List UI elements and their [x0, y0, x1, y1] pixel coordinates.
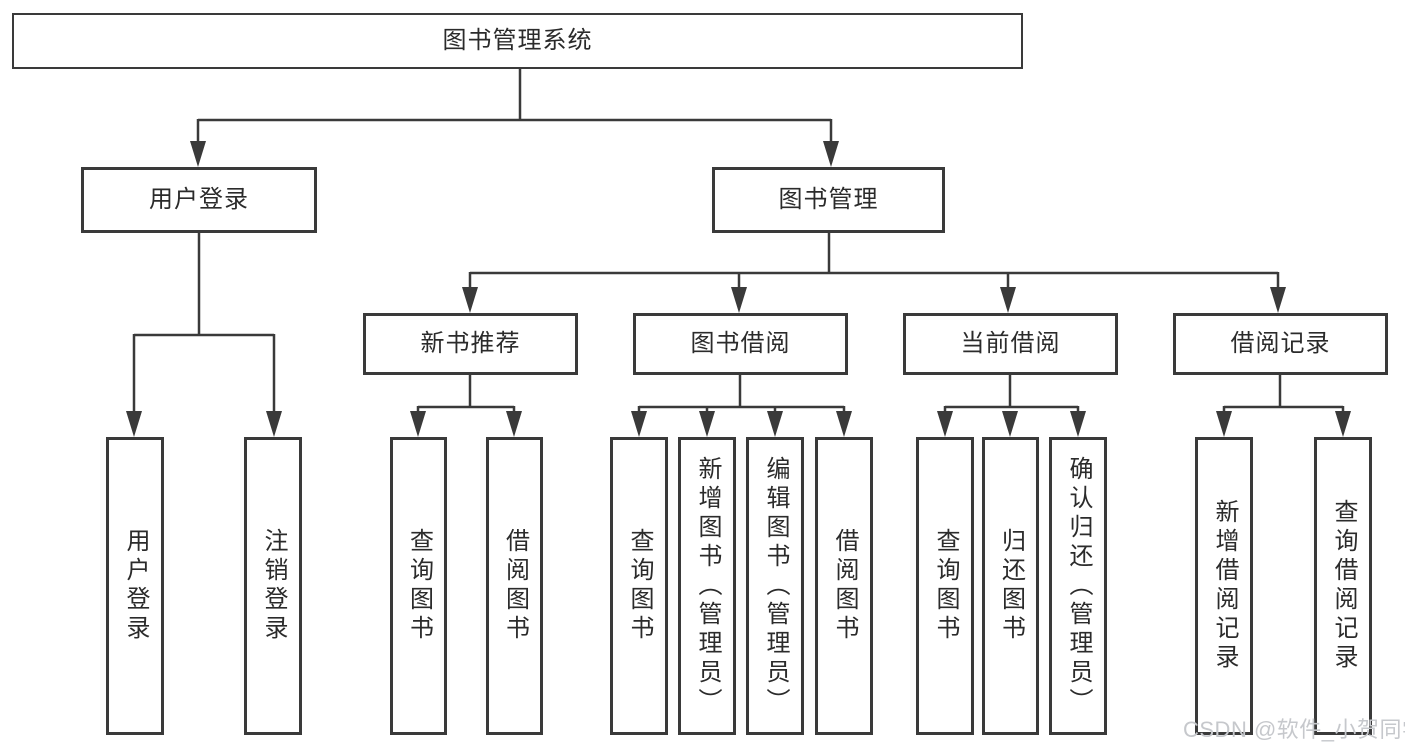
node-label: 借阅图书	[831, 528, 858, 644]
node-label: 当前借阅	[960, 330, 1061, 357]
node-label: 新增借阅记录	[1211, 499, 1238, 673]
node-new-book-recommend: 新书推荐	[363, 313, 578, 375]
node-leaf-query-book-2: 查询图书	[610, 437, 668, 735]
node-label: 新增图书（管理员）	[694, 455, 721, 717]
node-leaf-add-borrow-record: 新增借阅记录	[1195, 437, 1253, 735]
node-label: 确认归还（管理员）	[1065, 455, 1092, 717]
node-label: 借阅记录	[1230, 330, 1331, 357]
node-label: 注销登录	[260, 528, 287, 644]
node-leaf-edit-book-admin: 编辑图书（管理员）	[746, 437, 804, 735]
node-label: 归还图书	[997, 528, 1025, 644]
node-book-borrow: 图书借阅	[633, 313, 848, 375]
csdn-watermark: CSDN @软件_小贺同学	[1183, 717, 1405, 742]
node-leaf-query-borrow-record: 查询借阅记录	[1314, 437, 1372, 735]
node-label: 图书管理系统	[442, 27, 593, 54]
node-label: 用户登录	[122, 528, 149, 644]
node-label: 查询借阅记录	[1330, 499, 1357, 673]
node-user-login: 用户登录	[81, 167, 317, 233]
node-label: 用户登录	[149, 186, 249, 213]
node-library-management-system: 图书管理系统	[12, 13, 1023, 69]
arrowheads	[126, 141, 1351, 437]
node-label: 新书推荐	[420, 330, 521, 357]
node-current-borrow: 当前借阅	[903, 313, 1118, 375]
node-label: 查询图书	[626, 528, 653, 644]
node-leaf-borrow-book-2: 借阅图书	[815, 437, 873, 735]
node-leaf-query-book-1: 查询图书	[390, 437, 447, 735]
node-leaf-logout: 注销登录	[244, 437, 302, 735]
node-borrow-records: 借阅记录	[1173, 313, 1388, 375]
node-label: 查询图书	[405, 528, 433, 644]
node-leaf-return-book: 归还图书	[982, 437, 1039, 735]
node-leaf-confirm-return-admin: 确认归还（管理员）	[1049, 437, 1107, 735]
node-leaf-query-book-3: 查询图书	[916, 437, 974, 735]
node-book-management: 图书管理	[712, 167, 945, 233]
node-label: 图书管理	[778, 186, 879, 213]
node-leaf-user-login: 用户登录	[106, 437, 164, 735]
node-leaf-add-book-admin: 新增图书（管理员）	[678, 437, 736, 735]
node-label: 图书借阅	[690, 330, 791, 357]
node-label: 编辑图书（管理员）	[762, 455, 789, 717]
node-leaf-borrow-book-1: 借阅图书	[486, 437, 543, 735]
node-label: 查询图书	[932, 528, 959, 644]
node-label: 借阅图书	[501, 528, 529, 644]
